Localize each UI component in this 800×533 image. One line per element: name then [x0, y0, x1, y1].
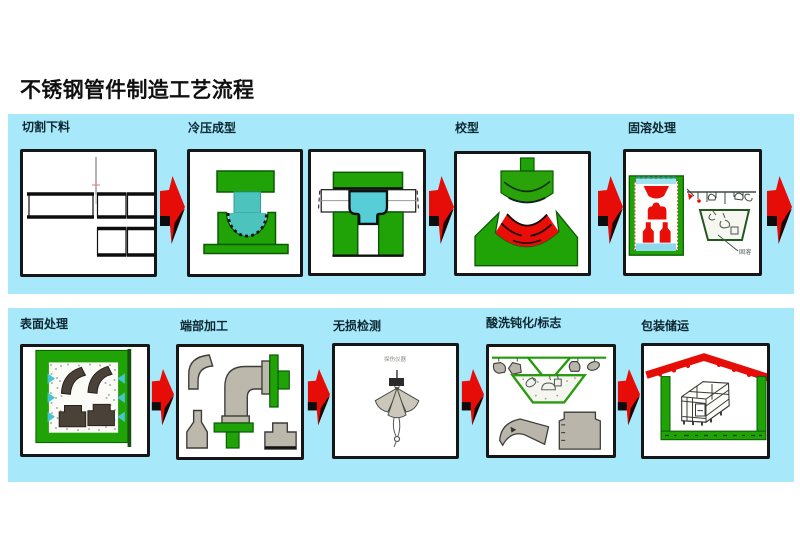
svg-text:固溶: 固溶: [739, 248, 751, 256]
svg-text:探伤仪器: 探伤仪器: [384, 355, 407, 363]
